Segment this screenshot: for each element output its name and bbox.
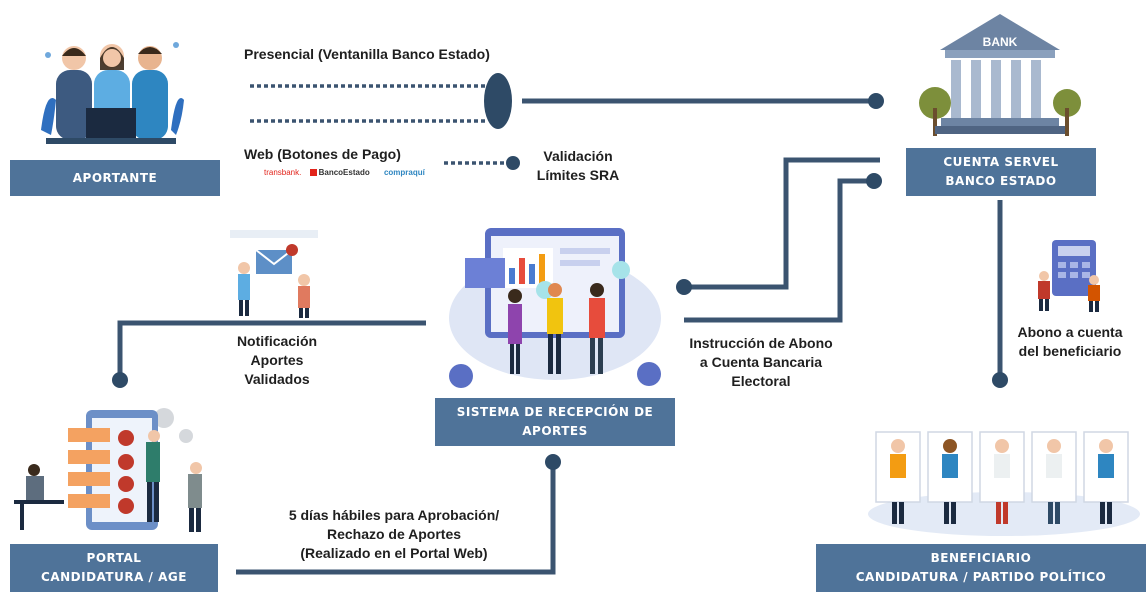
notificacion-line-1: Notificación <box>236 333 318 349</box>
validacion-line-2: Límites SRA <box>536 167 620 183</box>
portal-box: PORTAL CANDIDATURA / AGE <box>10 544 218 592</box>
validacion-line-1: Validación <box>543 148 613 164</box>
instruccion-label: Instrucción de Abono a Cuenta Bancaria E… <box>676 334 846 391</box>
aportante-illustration <box>41 42 184 144</box>
bank-sign: BANK <box>983 35 1018 49</box>
bank-illustration: BANK <box>919 14 1081 136</box>
beneficiario-box: BENEFICIARIO CANDIDATURA / PARTIDO POLÍT… <box>816 544 1146 592</box>
notification-line <box>117 320 426 380</box>
bancoestado-logo-text: BancoEstado <box>318 168 370 177</box>
instruccion-line-3: Electoral <box>731 373 791 389</box>
sistema-line-2: APORTES <box>522 424 588 438</box>
dias-line-3: (Realizado en el Portal Web) <box>300 545 488 561</box>
cuenta-servel-box: CUENTA SERVEL BANCO ESTADO <box>906 148 1096 196</box>
dias-label: 5 días hábiles para Aprobación/ Rechazo … <box>244 506 544 563</box>
beneficiario-line-2: CANDIDATURA / PARTIDO POLÍTICO <box>855 570 1107 584</box>
instruccion-line-1: Instrucción de Abono <box>689 335 833 351</box>
aportante-label: APORTANTE <box>72 170 158 185</box>
compraqui-logo: compraquí <box>383 168 425 177</box>
portal-line-1: PORTAL <box>86 551 142 565</box>
system-to-bank-line-1 <box>684 157 880 290</box>
bank-dot-1 <box>868 93 884 109</box>
cuenta-line-2: BANCO ESTADO <box>945 174 1057 188</box>
portal-dot <box>112 372 128 388</box>
sistema-box: SISTEMA DE RECEPCIÓN DE APORTES <box>435 398 675 446</box>
portal-illustration <box>14 408 202 532</box>
bank-dot-2 <box>866 173 882 189</box>
abono-label: Abono a cuenta del beneficiario <box>1002 323 1138 361</box>
sistema-illustration <box>449 228 661 388</box>
beneficiario-line-1: BENEFICIARIO <box>930 551 1032 565</box>
transbank-logo: transbank. <box>264 168 302 177</box>
system-dot <box>676 279 692 295</box>
notificacion-label: Notificación Aportes Validados <box>222 332 332 389</box>
instruccion-line-2: a Cuenta Bancaria <box>699 354 823 370</box>
beneficiary-dot <box>992 372 1008 388</box>
sistema-line-1: SISTEMA DE RECEPCIÓN DE <box>456 405 654 419</box>
beneficiario-illustration <box>868 431 1140 536</box>
aportante-box: APORTANTE <box>10 160 220 196</box>
system-bottom-dot <box>545 454 561 470</box>
system-to-bank-line-2 <box>684 178 874 323</box>
dias-line-1: 5 días hábiles para Aprobación/ <box>288 507 500 523</box>
presencial-label: Presencial (Ventanilla Banco Estado) <box>244 46 490 62</box>
presencial-junction <box>484 73 512 129</box>
bancoestado-logo: BancoEstado <box>309 168 376 177</box>
dias-line-2: Rechazo de Aportes <box>326 526 462 542</box>
notification-illustration <box>230 230 318 318</box>
validacion-label: Validación Límites SRA <box>528 147 628 185</box>
web-label: Web (Botones de Pago) <box>244 146 401 162</box>
notificacion-line-3: Validados <box>244 371 310 387</box>
notificacion-line-2: Aportes <box>250 352 304 368</box>
payment-logos: transbank. BancoEstado compraquí <box>264 168 431 177</box>
abono-line-2: del beneficiario <box>1018 343 1122 359</box>
portal-line-2: CANDIDATURA / AGE <box>41 570 187 584</box>
abono-line-1: Abono a cuenta <box>1017 324 1123 340</box>
web-dot <box>506 156 520 170</box>
approval-line <box>236 462 556 575</box>
cuenta-line-1: CUENTA SERVEL <box>943 155 1059 169</box>
abono-illustration <box>1038 240 1100 312</box>
